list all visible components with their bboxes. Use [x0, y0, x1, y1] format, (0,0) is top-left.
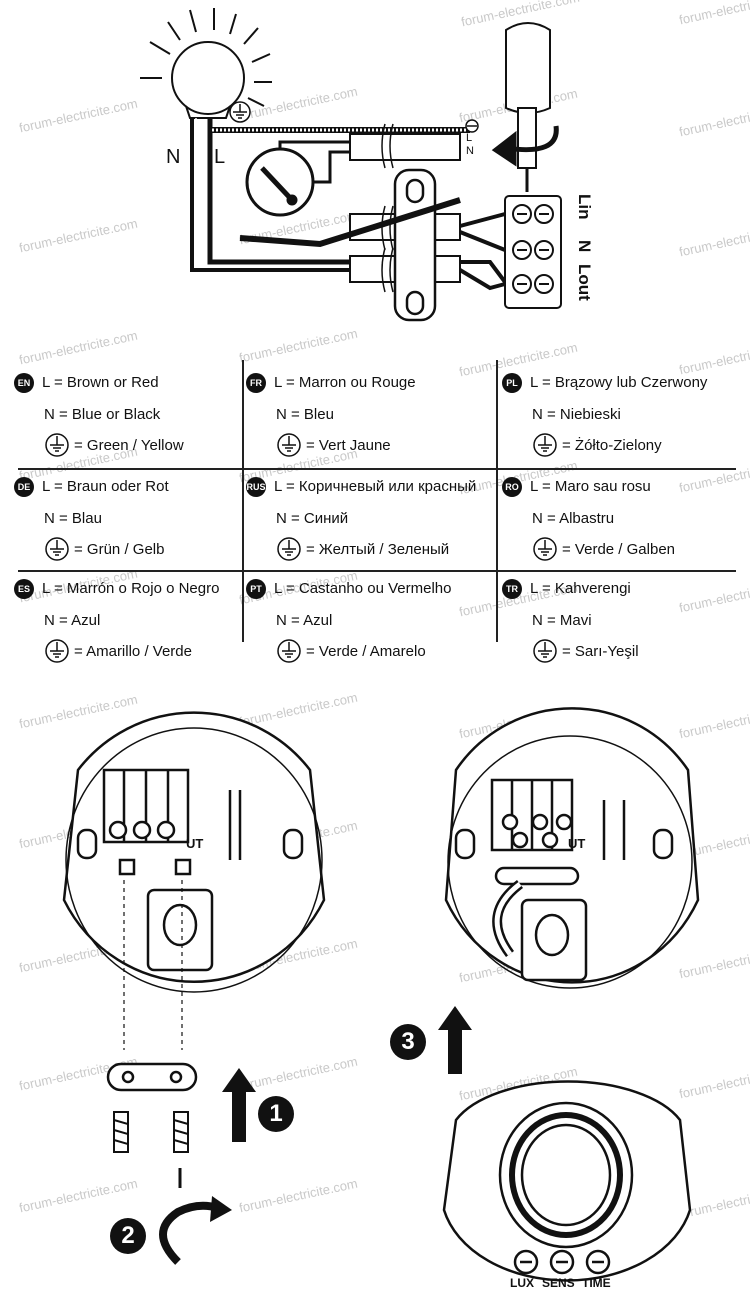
- neutral-wire-color: N = Albastru: [532, 510, 615, 527]
- neutral-wire-color: N = Niebieski: [532, 406, 621, 423]
- ground-icon: [45, 433, 69, 457]
- mounting-bracket: [393, 168, 437, 322]
- ground-icon: [45, 639, 69, 663]
- neutral-wire-color: N = Azul: [276, 612, 333, 629]
- live-wire-color: L = Marron ou Rouge: [274, 374, 416, 391]
- ground-icon: [277, 433, 301, 457]
- neutral-wire-color: N = Blau: [44, 510, 102, 527]
- language-code-badge: PL: [502, 373, 522, 393]
- knob-label-lux: LUX: [510, 1276, 534, 1290]
- earth-wire-color: = Желтый / Зеленый: [306, 541, 450, 558]
- cable-clamp: [106, 1062, 198, 1092]
- live-wire-color: L = Braun oder Rot: [42, 478, 169, 495]
- arrowhead: [210, 1196, 232, 1222]
- rotate-arrow-icon: [491, 125, 559, 167]
- legend-divider: [242, 360, 244, 642]
- language-code-badge: EN: [14, 373, 34, 393]
- switch-icon: [245, 147, 315, 217]
- ground-icon: [533, 537, 557, 561]
- earth-wire-color: = Żółto-Zielony: [562, 437, 662, 454]
- terminal-out-label-left: UT: [186, 836, 204, 851]
- lamp-icon: [140, 8, 272, 119]
- step-number-badge: 3: [390, 1024, 426, 1060]
- earth-wire-color: = Verde / Galben: [562, 541, 675, 558]
- live-wire-color: L = Brown or Red: [42, 374, 159, 391]
- ground-icon: [465, 119, 479, 133]
- earth-wire-color: = Vert Jaune: [306, 437, 391, 454]
- screwdriver-icon: [505, 22, 551, 192]
- language-code-badge: DE: [14, 477, 34, 497]
- neutral-wire-color: N = Mavi: [532, 612, 592, 629]
- detector-base-right: [444, 707, 700, 989]
- ground-icon: [45, 537, 69, 561]
- ground-icon: [229, 101, 251, 123]
- neutral-wire-color: N = Синий: [276, 510, 349, 527]
- ground-icon: [277, 639, 301, 663]
- detector-base-left: [62, 711, 326, 993]
- ground-icon: [533, 639, 557, 663]
- language-code-badge: RO: [502, 477, 522, 497]
- step-number-badge: 2: [110, 1218, 146, 1254]
- up-arrow-icon: [222, 1068, 256, 1142]
- step-number-badge: 1: [258, 1096, 294, 1132]
- language-code-badge: RUS: [246, 477, 266, 497]
- live-wire-color: L = Kahverengi: [530, 580, 631, 597]
- detector-closed: [442, 1080, 692, 1282]
- live-wire-color: L = Коричневый или красный: [274, 478, 477, 495]
- up-arrow-icon: [438, 1006, 472, 1074]
- language-code-badge: PT: [246, 579, 266, 599]
- terminal-label-l: L: [466, 132, 473, 144]
- wire-label-n: N: [166, 146, 181, 168]
- live-wire-color: L = Brązowy lub Czerwony: [530, 374, 708, 391]
- ground-icon: [277, 537, 301, 561]
- knob-label-time: TIME: [582, 1276, 611, 1290]
- language-code-badge: ES: [14, 579, 34, 599]
- live-wire-color: L = Maro sau rosu: [530, 478, 651, 495]
- earth-wire-color: = Sarı-Yeşil: [562, 643, 639, 660]
- wire-label-l: L: [214, 146, 226, 168]
- language-code-badge: FR: [246, 373, 266, 393]
- legend-divider: [496, 360, 498, 642]
- earth-wire-color: = Amarillo / Verde: [74, 643, 192, 660]
- neutral-wire-color: N = Bleu: [276, 406, 334, 423]
- terminal-out-label-right: UT: [568, 836, 586, 851]
- neutral-wire-color: N = Azul: [44, 612, 101, 629]
- earth-wire-color: = Green / Yellow: [74, 437, 184, 454]
- live-wire-color: L = Castanho ou Vermelho: [274, 580, 452, 597]
- legend-divider: [18, 468, 736, 470]
- language-code-badge: TR: [502, 579, 522, 599]
- rotate-arrow-icon: [159, 1201, 220, 1265]
- knob-label-sens: SENS: [542, 1276, 575, 1290]
- live-wire-color: L = Marrón o Rojo o Negro: [42, 580, 220, 597]
- wiring-diagram: [140, 8, 562, 322]
- terminal-label-n: N: [466, 145, 474, 157]
- legend-divider: [18, 570, 736, 572]
- earth-wire-color: = Verde / Amarelo: [306, 643, 426, 660]
- earth-wire-color: = Grün / Gelb: [74, 541, 165, 558]
- terminal-block: [504, 195, 562, 309]
- ground-icon: [533, 433, 557, 457]
- screw-icon: [113, 1111, 189, 1153]
- neutral-wire-color: N = Blue or Black: [44, 406, 161, 423]
